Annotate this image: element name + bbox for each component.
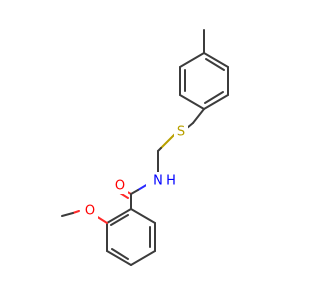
bond-ring-to-ch2 — [192, 108, 205, 124]
label-methoxy-oxygen: O — [82, 203, 98, 219]
bond-ring2-d — [106, 250, 132, 266]
label-sulfur: S — [174, 124, 188, 140]
bond-methoxy-ch3 — [61, 212, 74, 217]
toluene-ring — [179, 29, 229, 110]
amide-hydrogen-label: H — [166, 174, 176, 189]
bond-ring2-double-b — [111, 248, 129, 260]
bond-ring1-d — [179, 94, 205, 110]
bond-ring1-c — [203, 94, 229, 110]
bond-ring2-f — [106, 208, 132, 224]
bond-s-to-ch2 — [160, 132, 177, 149]
bond-ring2-double-c — [110, 214, 129, 226]
bond-ring2-a — [130, 208, 156, 224]
thioether-chain — [157, 108, 205, 182]
methoxy-oxygen-label: O — [85, 204, 95, 219]
label-carbonyl-oxygen: O — [112, 178, 128, 194]
amide-nitrogen-label: N — [153, 174, 163, 189]
bond-ring1-double-a — [205, 58, 225, 71]
sulfur-label: S — [177, 125, 185, 140]
atom-labels: O N H S O — [82, 124, 188, 219]
methoxyphenyl-ring — [106, 208, 156, 266]
bond-ring2-c — [130, 250, 156, 266]
carbonyl-oxygen-label: O — [115, 179, 125, 194]
bond-carbonyl-c — [130, 189, 139, 195]
bond-ring1-a — [203, 52, 229, 68]
bond-ring1-double-b — [204, 91, 224, 104]
bond-methoxy-o-to-ch3 — [72, 210, 80, 214]
molecule-structure: O N H S O — [61, 29, 229, 266]
bond-ring1-f — [179, 52, 205, 68]
label-amide-nitrogen: N H — [146, 172, 176, 190]
